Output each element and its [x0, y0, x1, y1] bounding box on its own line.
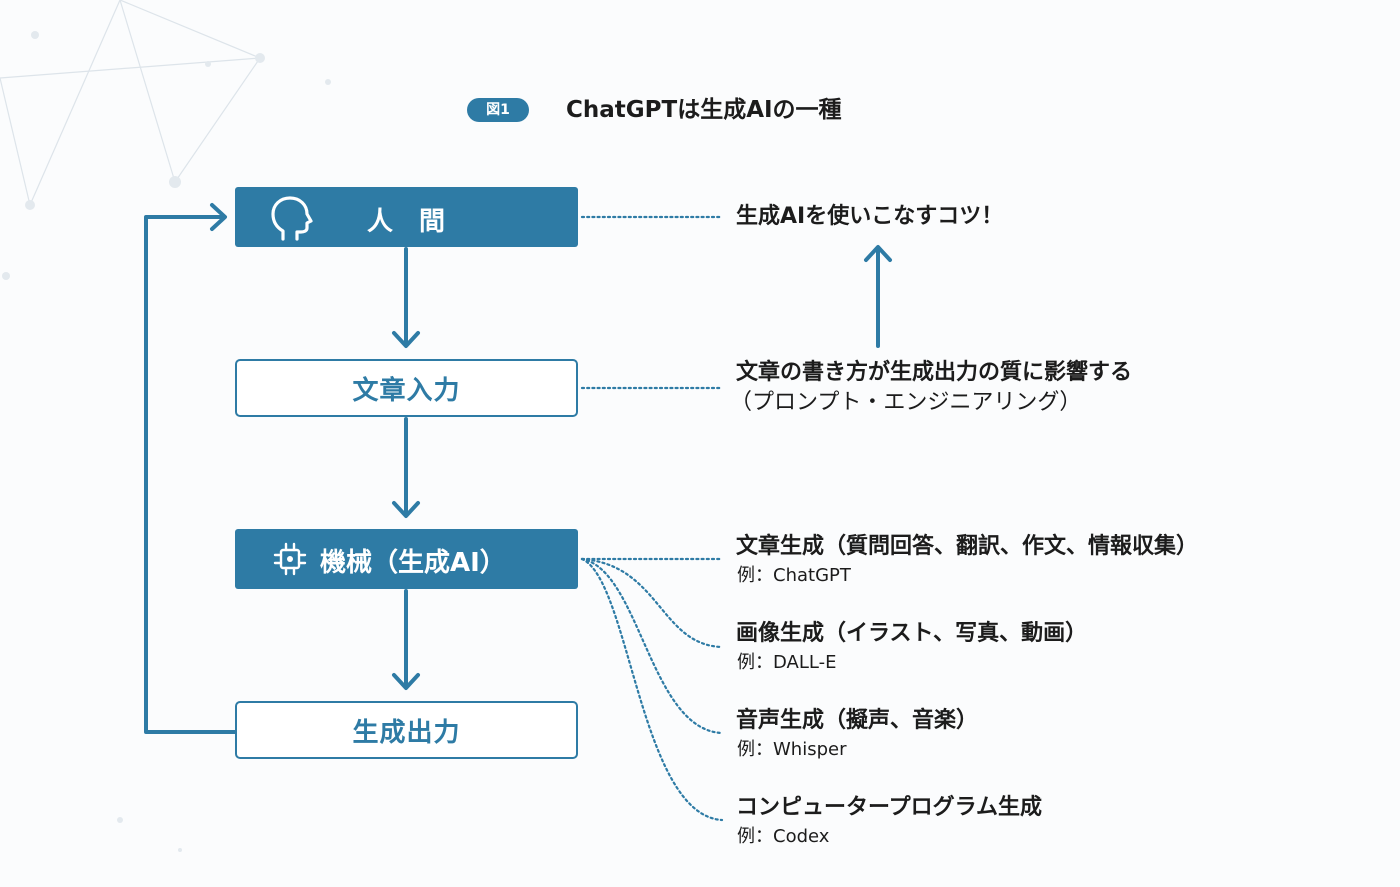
dotted-machine-to-code — [580, 557, 724, 822]
prompt-note-line1: 文章の書き方が生成出力の質に影響する — [736, 360, 1133, 385]
prompt-note-line2: （プロンプト・エンジニアリング） — [730, 390, 1082, 415]
ai-chip-icon — [273, 542, 307, 576]
text-input-box: 文章入力 — [235, 359, 578, 417]
head-profile-icon — [271, 196, 313, 241]
output-audio-generation-example: 例：Whisper — [737, 739, 847, 760]
generated-output-box: 生成出力 — [235, 701, 578, 759]
human-label: 人間 — [367, 207, 472, 237]
text-input-label: 文章入力 — [352, 375, 461, 406]
output-text-generation-example: 例：ChatGPT — [737, 565, 851, 586]
machine-label: 機械（生成AI） — [320, 548, 506, 578]
output-code-generation-title: コンピュータープログラム生成 — [736, 795, 1043, 820]
output-code-generation-example: 例：Codex — [737, 826, 830, 847]
figure-badge: 図1 — [467, 98, 529, 122]
output-image-generation-example: 例：DALL-E — [737, 652, 837, 673]
tips-heading: 生成AIを使いこなすコツ！ — [736, 204, 1004, 229]
generated-output-label: 生成出力 — [352, 717, 461, 748]
output-audio-generation-title: 音声生成（擬声、音楽） — [736, 708, 979, 733]
dotted-machine-to-audio — [580, 557, 724, 735]
feedback-loop-line — [144, 215, 237, 734]
output-image-generation-title: 画像生成（イラスト、写真、動画） — [736, 621, 1088, 646]
figure-title: ChatGPTは生成AIの一種 — [566, 97, 842, 123]
output-text-generation-title: 文章生成（質問回答、翻訳、作文、情報収集） — [736, 534, 1199, 559]
dotted-machine-to-image — [580, 557, 724, 649]
